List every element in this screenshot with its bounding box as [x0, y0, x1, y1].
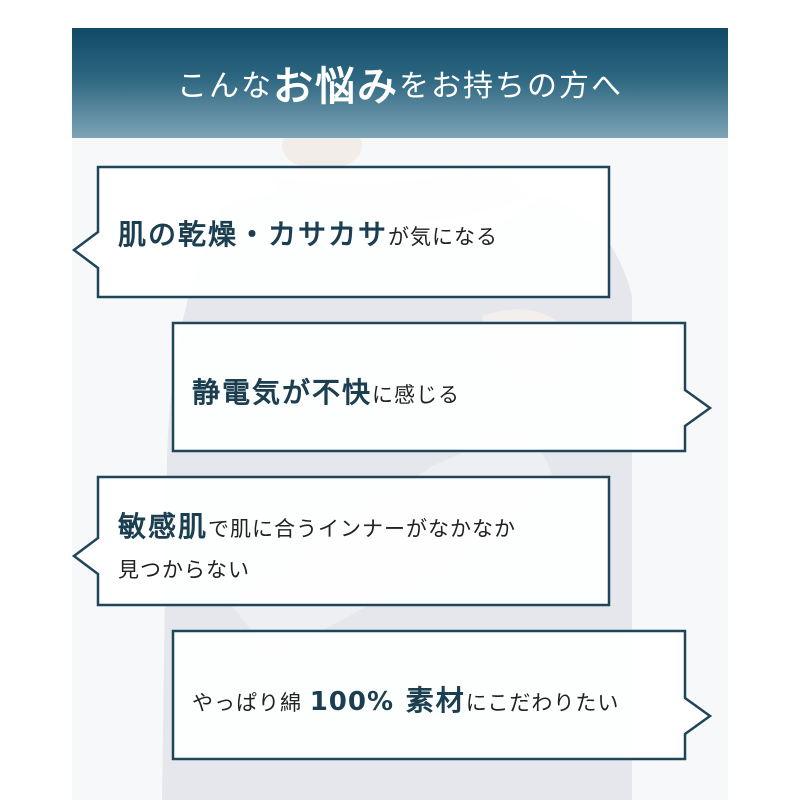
speech-bubble-shape	[71, 475, 611, 607]
concern-emphasis: 肌の乾燥・カサカサ	[118, 218, 389, 251]
concern-text: に感じる	[372, 383, 461, 407]
concern-text-line2: 見つからない	[118, 558, 250, 583]
concern-text: にこだわりたい	[465, 691, 620, 715]
concern-bubble-sensitive-skin: 敏感肌で肌に合うインナーがなかなか 見つからない	[71, 474, 612, 608]
header-text-1: こんな	[177, 69, 273, 104]
concern-emphasis: 静電気が不快	[192, 376, 373, 409]
speech-bubble-shape	[71, 165, 611, 299]
cotton-percentage: 100%	[309, 687, 395, 717]
header-text-2: をお持ちの方へ	[399, 69, 623, 104]
concern-emphasis: 素材	[394, 684, 466, 717]
header-banner: こんな お悩み をお持ちの方へ	[72, 28, 728, 138]
speech-bubble-shape	[171, 321, 713, 453]
concern-bubble-cotton: やっぱり綿 100% 素材にこだわりたい	[170, 628, 715, 762]
concern-text: で肌に合うインナーがなかなか	[208, 517, 517, 541]
concern-emphasis: 敏感肌	[118, 510, 209, 543]
concern-text-lead: やっぱり綿	[192, 691, 310, 715]
speech-bubble-shape	[171, 629, 713, 761]
concern-text: が気になる	[388, 225, 499, 249]
concern-bubble-static: 静電気が不快に感じる	[170, 320, 715, 454]
concern-bubble-dry-skin: 肌の乾燥・カサカサが気になる	[71, 165, 612, 300]
header-text-emphasis: お悩み	[273, 64, 399, 110]
